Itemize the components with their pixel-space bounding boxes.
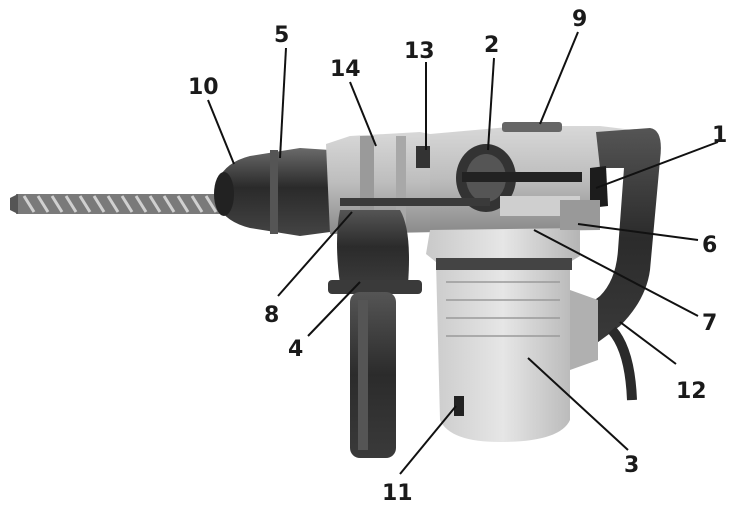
callout-2: 2 xyxy=(484,33,499,58)
leader-9 xyxy=(539,31,579,125)
callout-14: 14 xyxy=(330,57,361,82)
leader-3 xyxy=(527,357,629,451)
leader-lines xyxy=(207,31,719,475)
callout-labels: 1 2 3 4 5 6 7 8 9 10 11 12 13 14 xyxy=(188,7,727,506)
leader-14 xyxy=(349,81,377,147)
depth-stop-rod xyxy=(340,198,490,206)
leader-6 xyxy=(577,223,699,241)
drill-bit xyxy=(10,194,226,214)
callout-8: 8 xyxy=(264,303,279,328)
leader-10 xyxy=(207,99,235,165)
callout-13: 13 xyxy=(404,39,435,64)
leader-8 xyxy=(277,211,353,297)
callout-5: 5 xyxy=(274,23,289,48)
callout-9: 9 xyxy=(572,7,587,32)
leader-2 xyxy=(487,57,495,151)
callout-11: 11 xyxy=(382,481,413,506)
callout-7: 7 xyxy=(702,311,717,336)
callout-6: 6 xyxy=(702,233,717,258)
side-handle xyxy=(328,210,422,458)
callout-1: 1 xyxy=(712,123,727,148)
leader-5 xyxy=(279,47,287,159)
power-cord xyxy=(608,326,637,401)
leader-1 xyxy=(595,141,719,189)
callout-4: 4 xyxy=(288,337,303,362)
callout-10: 10 xyxy=(188,75,219,100)
gear-housing xyxy=(326,132,440,234)
leader-11 xyxy=(399,405,457,475)
leader-12 xyxy=(619,321,677,365)
leader-7 xyxy=(533,229,699,317)
callout-3: 3 xyxy=(624,453,639,478)
chuck xyxy=(214,148,330,236)
leader-4 xyxy=(307,281,361,337)
mode-selector-knob xyxy=(456,144,582,212)
callout-12: 12 xyxy=(676,379,707,404)
motor-housing xyxy=(426,228,598,442)
